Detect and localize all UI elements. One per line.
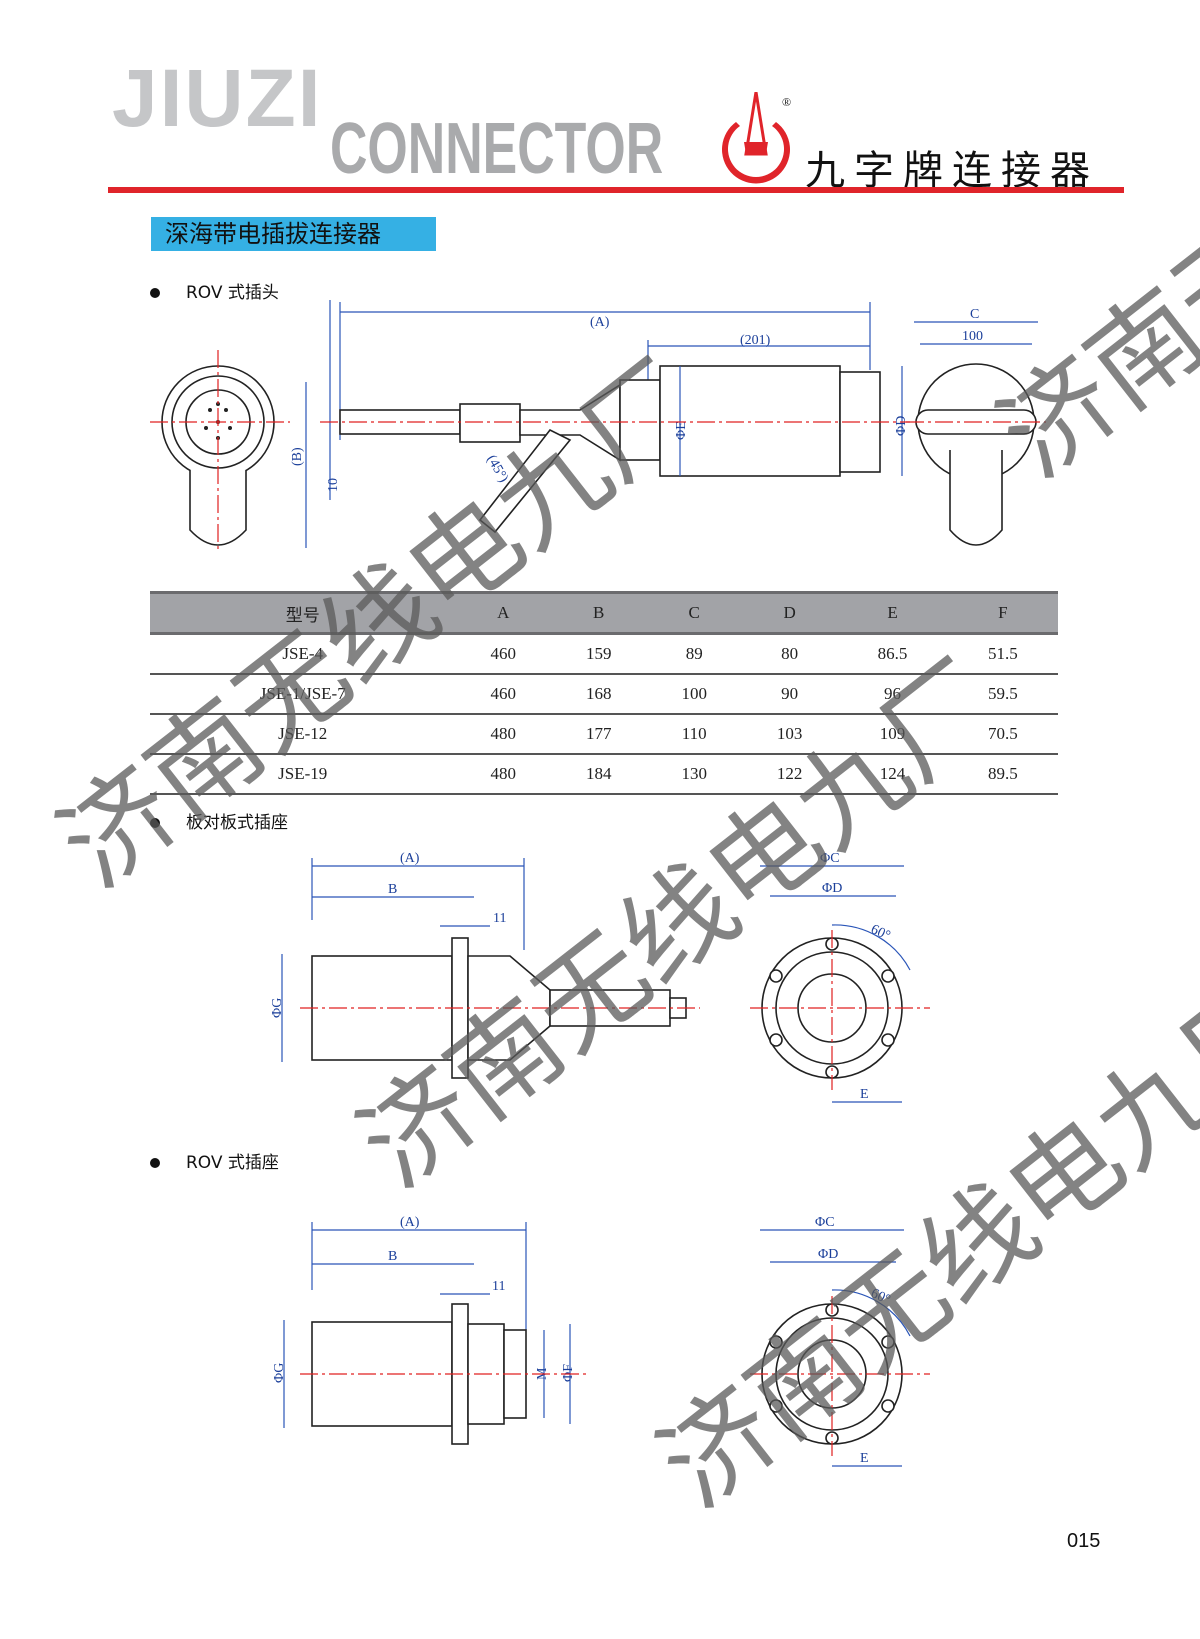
svg-text:ΦD: ΦD xyxy=(818,1247,838,1262)
subsection-board-receptacle: 板对板式插座 xyxy=(150,808,288,833)
svg-text:(201): (201) xyxy=(740,333,771,348)
value-cell: 122 xyxy=(741,754,838,795)
col-a: A xyxy=(455,591,551,635)
value-cell: 480 xyxy=(455,754,551,795)
rov-receptacle-drawing: (A) B 11 ΦG M ΦF ΦC ΦD 60° E xyxy=(272,1215,930,1467)
svg-text:B: B xyxy=(388,882,397,897)
svg-text:ΦC: ΦC xyxy=(820,851,840,866)
value-cell: 80 xyxy=(741,633,838,675)
svg-text:B: B xyxy=(388,1249,397,1264)
value-cell: 168 xyxy=(550,674,647,715)
svg-text:ΦF: ΦF xyxy=(561,1364,576,1382)
col-model: 型号 xyxy=(150,591,456,635)
svg-text:(A): (A) xyxy=(400,1215,420,1230)
page-number: 015 xyxy=(1067,1530,1101,1552)
svg-text:ΦE: ΦE xyxy=(674,421,689,440)
value-cell: 70.5 xyxy=(947,714,1058,755)
svg-text:11: 11 xyxy=(493,911,506,926)
svg-text:(A): (A) xyxy=(590,315,610,330)
svg-text:ΦG: ΦG xyxy=(270,998,285,1018)
value-cell: 90 xyxy=(741,674,838,715)
brand-jiuzi: JIUZI xyxy=(112,53,323,144)
svg-text:100: 100 xyxy=(962,329,983,344)
svg-text:®: ® xyxy=(782,95,791,109)
svg-text:ΦD: ΦD xyxy=(894,416,909,436)
svg-text:11: 11 xyxy=(492,1279,505,1294)
svg-text:ΦD: ΦD xyxy=(822,881,842,896)
value-cell: 103 xyxy=(741,714,838,755)
value-cell: 96 xyxy=(837,674,948,715)
value-cell: 124 xyxy=(837,754,948,795)
svg-text:60°: 60° xyxy=(868,1286,892,1308)
svg-text:(A): (A) xyxy=(400,851,420,866)
svg-text:ΦG: ΦG xyxy=(272,1363,287,1383)
svg-text:10: 10 xyxy=(326,478,341,492)
value-cell: 184 xyxy=(550,754,647,795)
svg-text:E: E xyxy=(860,1451,869,1466)
value-cell: 460 xyxy=(455,674,551,715)
col-e: E xyxy=(837,591,948,635)
col-f: F xyxy=(947,591,1058,635)
value-cell: 460 xyxy=(455,633,551,675)
value-cell: 109 xyxy=(837,714,948,755)
section-title: 深海带电插拔连接器 xyxy=(151,217,436,251)
value-cell: 110 xyxy=(646,714,742,755)
header-divider xyxy=(108,187,1124,193)
value-cell: 89 xyxy=(646,633,742,675)
board-receptacle-drawing: (A) B 11 ΦG ΦC ΦD 60° E xyxy=(270,851,930,1103)
value-cell: 86.5 xyxy=(837,633,948,675)
brand-connector: CONNECTOR xyxy=(330,109,664,189)
svg-text:C: C xyxy=(970,307,979,322)
col-d: D xyxy=(741,591,838,635)
value-cell: 51.5 xyxy=(947,633,1058,675)
value-cell: 130 xyxy=(646,754,742,795)
svg-text:60°: 60° xyxy=(868,922,892,944)
svg-text:ΦC: ΦC xyxy=(815,1215,835,1230)
model-cell: JSE-1/JSE-7 xyxy=(150,674,456,715)
brand-chinese: 九字牌连接器 xyxy=(805,148,1099,194)
jiuzi-logo-icon: ® xyxy=(722,92,791,184)
svg-text:E: E xyxy=(860,1087,869,1102)
col-c: C xyxy=(646,591,742,635)
value-cell: 89.5 xyxy=(947,754,1058,795)
col-b: B xyxy=(550,591,647,635)
svg-text:(45°): (45°) xyxy=(483,453,511,486)
value-cell: 177 xyxy=(550,714,647,755)
model-cell: JSE-4 xyxy=(150,633,456,675)
value-cell: 59.5 xyxy=(947,674,1058,715)
value-cell: 159 xyxy=(550,633,647,675)
value-cell: 480 xyxy=(455,714,551,755)
subsection-rov-receptacle: ROV 式插座 xyxy=(150,1148,279,1173)
model-cell: JSE-12 xyxy=(150,714,456,755)
value-cell: 100 xyxy=(646,674,742,715)
subsection-rov-plug: ROV 式插头 xyxy=(150,278,279,303)
svg-text:(B): (B) xyxy=(290,447,305,466)
model-cell: JSE-19 xyxy=(150,754,456,795)
rov-plug-drawing: (B) 10 (A) (201) (45°) ΦE ΦD C 100 xyxy=(150,300,1046,550)
